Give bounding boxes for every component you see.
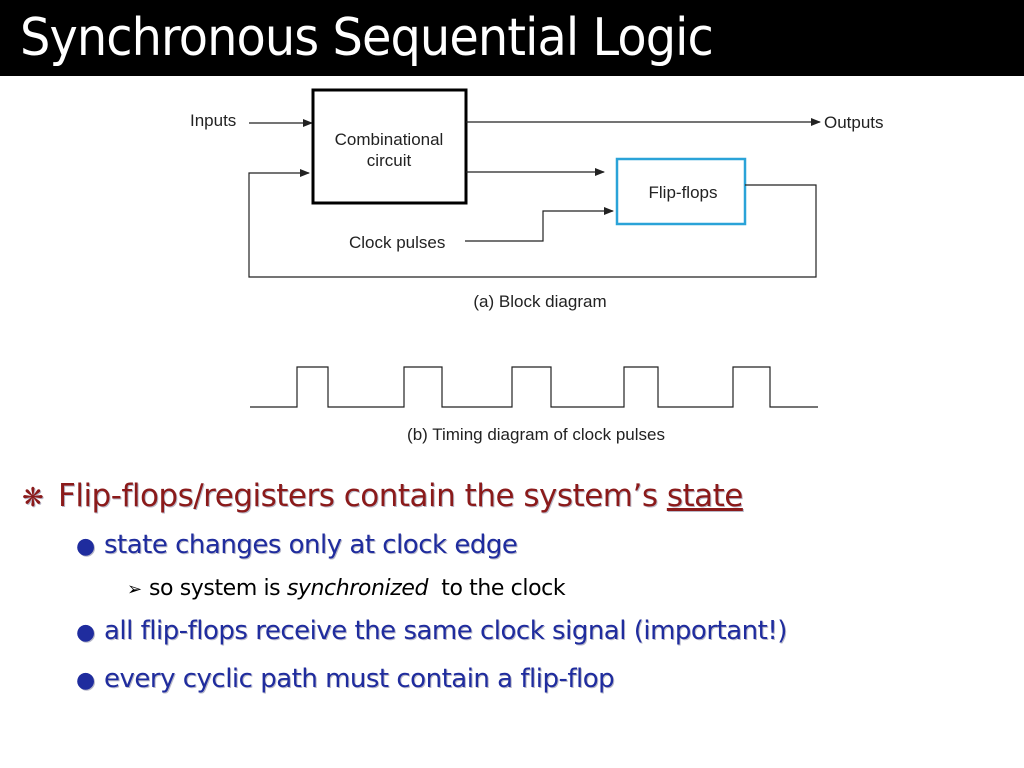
slide-title: Synchronous Sequential Logic [20, 8, 714, 68]
sub-sub-bullet-emphasis: synchronized [286, 576, 429, 601]
feedback-wire [248, 169, 817, 278]
flipflops-label: Flip-flops [649, 183, 718, 202]
main-bullet: ❋ Flip-flops/registers contain the system… [22, 478, 743, 514]
combinational-label-line2: circuit [367, 151, 412, 170]
sub-sub-bullet-suffix: to the clock [428, 576, 566, 601]
title-bar: Synchronous Sequential Logic [0, 0, 1024, 76]
star-bullet-icon: ❋ [22, 483, 44, 513]
clock-pulses-label: Clock pulses [349, 233, 445, 252]
sub-sub-bullet-prefix: so system is [149, 576, 287, 601]
sequential-logic-diagram: Inputs Combinational circuit Outputs Fli… [190, 88, 884, 444]
caption-block-diagram: (a) Block diagram [473, 292, 606, 311]
sub-bullet-1-text: state changes only at clock edge [104, 530, 518, 560]
outputs-label: Outputs [824, 113, 884, 132]
sub-sub-bullet: ➢ so system is synchronized to the clock [127, 576, 566, 601]
combinational-circuit-box [311, 88, 468, 205]
main-bullet-text: Flip-flops/registers contain the system’… [58, 478, 667, 514]
arrow-bullet-icon: ➢ [127, 579, 142, 600]
clock-to-flipflops-wire [465, 207, 614, 242]
combinational-label-line1: Combinational [335, 130, 444, 149]
sub-bullet-2: ● all flip-flops receive the same clock s… [76, 616, 787, 646]
sub-bullet-3: ● every cyclic path must contain a flip-f… [76, 664, 615, 694]
dot-bullet-icon: ● [76, 668, 95, 693]
caption-timing-diagram: (b) Timing diagram of clock pulses [407, 425, 665, 444]
dot-bullet-icon: ● [76, 620, 95, 645]
flipflops-box [615, 157, 747, 226]
inputs-label: Inputs [190, 111, 236, 130]
sub-bullet-3-text: every cyclic path must contain a flip-fl… [104, 664, 615, 694]
clock-waveform [250, 366, 818, 408]
main-bullet-emphasis: state [666, 478, 744, 514]
dot-bullet-icon: ● [76, 534, 95, 559]
sub-bullet-1: ● state changes only at clock edge [76, 530, 518, 560]
sub-bullet-2-text: all flip-flops receive the same clock si… [104, 616, 787, 646]
